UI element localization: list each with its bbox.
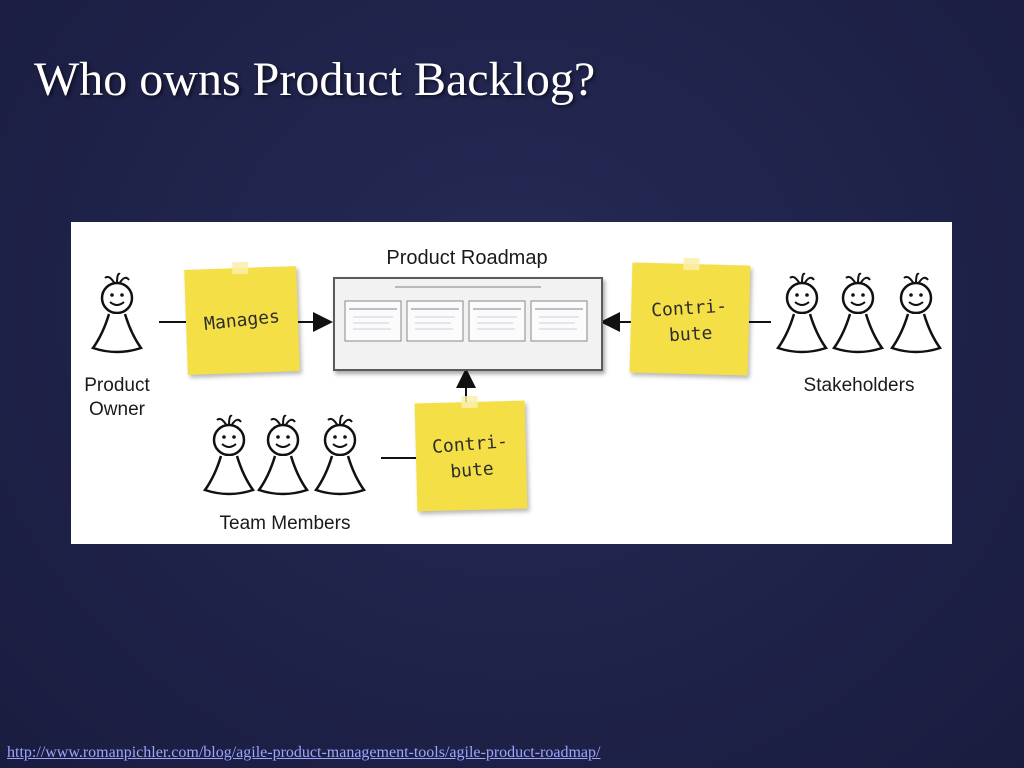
team-members-label: Team Members	[219, 513, 351, 534]
source-link[interactable]: http://www.romanpichler.com/blog/agile-p…	[7, 744, 601, 761]
product-owner-label: Product Owner	[84, 375, 150, 420]
roadmap-cards	[344, 286, 588, 342]
team-contribute-note: Contri- bute	[414, 395, 528, 512]
stakeholders-contribute-text: Contri- bute	[650, 295, 728, 347]
roadmap-title: Product Roadmap	[386, 247, 548, 269]
stakeholder-figures	[776, 272, 942, 354]
team-contribute-text: Contri- bute	[431, 431, 509, 483]
note-tape	[683, 257, 700, 271]
stakeholders-contribute-note: Contri- bute	[629, 257, 751, 376]
team-member-figures	[203, 414, 366, 496]
roadmap-board	[333, 277, 603, 371]
roadmap-diagram: Product Roadmap Manages Contri- bute Con…	[71, 222, 952, 544]
product-owner-figure	[91, 272, 143, 354]
note-tape	[461, 395, 478, 409]
manages-note-text: Manages	[203, 306, 281, 335]
stakeholders-label: Stakeholders	[803, 375, 915, 396]
manages-sticky-note: Manages	[184, 261, 300, 375]
slide-title: Who owns Product Backlog?	[34, 53, 596, 106]
note-tape	[231, 261, 249, 275]
